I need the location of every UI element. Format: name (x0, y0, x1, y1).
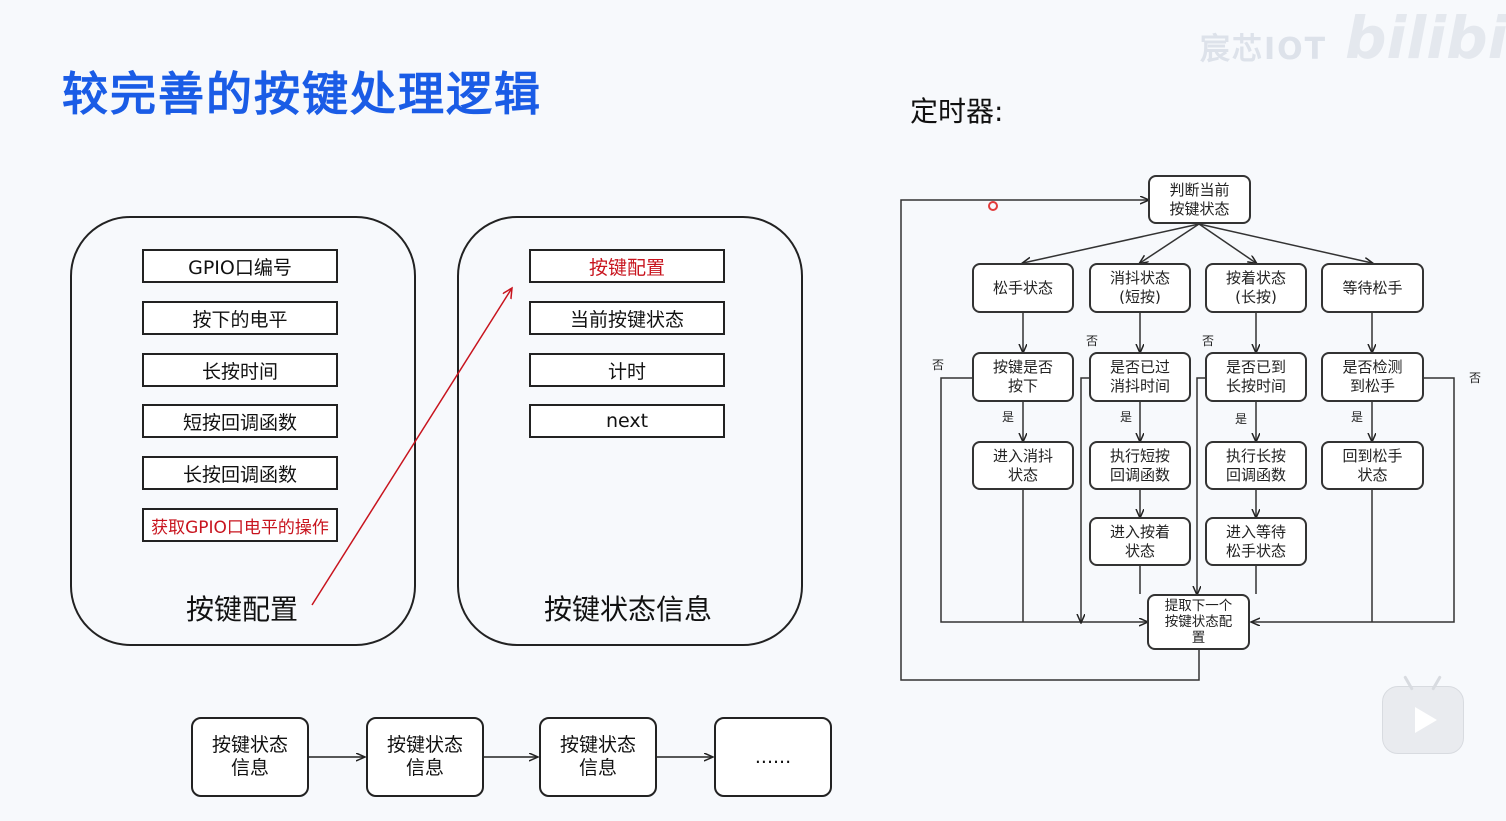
flow-action-long-callback: 执行长按 回调函数 (1205, 441, 1307, 490)
field-gpio-number: GPIO口编号 (142, 249, 338, 283)
label-no: 否 (1202, 334, 1215, 348)
bilibili-logo: bilibili (1345, 4, 1506, 72)
flow-next-wait-release: 进入等待 松手状态 (1205, 517, 1307, 566)
chain-node: 按键状态 信息 (366, 717, 484, 797)
flow-cond-debounce-time: 是否已过 消抖时间 (1089, 352, 1191, 402)
label-yes: 是 (1235, 412, 1248, 426)
field-get-gpio-level: 获取GPIO口电平的操作 (142, 508, 338, 542)
timer-label: 定时器: (910, 95, 1004, 128)
flow-cond-long-press-time: 是否已到 长按时间 (1205, 352, 1307, 402)
label-no: 否 (1469, 371, 1482, 385)
flow-fetch-next-config: 提取下一个 按键状态配 置 (1147, 594, 1250, 650)
flow-cond-pressed: 按键是否 按下 (972, 352, 1074, 402)
flow-action-short-callback: 执行短按 回调函数 (1089, 441, 1191, 490)
label-yes: 是 (1002, 410, 1015, 424)
field-press-level: 按下的电平 (142, 301, 338, 335)
field-short-press-callback: 短按回调函数 (142, 404, 338, 438)
flow-state-released: 松手状态 (972, 263, 1074, 313)
field-next: next (529, 404, 725, 438)
chain-node-ellipsis: ...... (714, 717, 832, 797)
label-yes: 是 (1120, 410, 1133, 424)
flow-judge-state: 判断当前 按键状态 (1148, 175, 1251, 224)
flow-next-pressed: 进入按着 状态 (1089, 517, 1191, 566)
flow-state-debounce: 消抖状态 (短按) (1089, 263, 1191, 313)
cursor-indicator (988, 201, 998, 211)
field-long-press-callback: 长按回调函数 (142, 456, 338, 490)
label-no: 否 (932, 358, 945, 372)
field-current-key-state: 当前按键状态 (529, 301, 725, 335)
chain-node: 按键状态 信息 (539, 717, 657, 797)
page-title: 较完善的按键处理逻辑 (62, 67, 542, 121)
flow-action-back-released: 回到松手 状态 (1321, 441, 1424, 490)
flow-state-wait-release: 等待松手 (1321, 263, 1424, 313)
field-long-press-time: 长按时间 (142, 353, 338, 387)
field-timer: 计时 (529, 353, 725, 387)
chain-node: 按键状态 信息 (191, 717, 309, 797)
watermark-text: 宸芯IOT (1200, 32, 1328, 67)
play-icon[interactable] (1382, 686, 1464, 754)
flow-cond-released: 是否检测 到松手 (1321, 352, 1424, 402)
play-triangle-icon (1415, 707, 1437, 733)
key-state-caption: 按键状态信息 (543, 593, 712, 626)
flow-action-enter-debounce: 进入消抖 状态 (972, 441, 1074, 490)
label-no: 否 (1086, 334, 1099, 348)
field-key-config: 按键配置 (529, 249, 725, 283)
key-config-panel (70, 216, 416, 646)
key-state-panel (457, 216, 803, 646)
label-yes: 是 (1351, 410, 1364, 424)
key-config-caption: 按键配置 (185, 593, 298, 626)
flow-state-pressed: 按着状态 (长按) (1205, 263, 1307, 313)
